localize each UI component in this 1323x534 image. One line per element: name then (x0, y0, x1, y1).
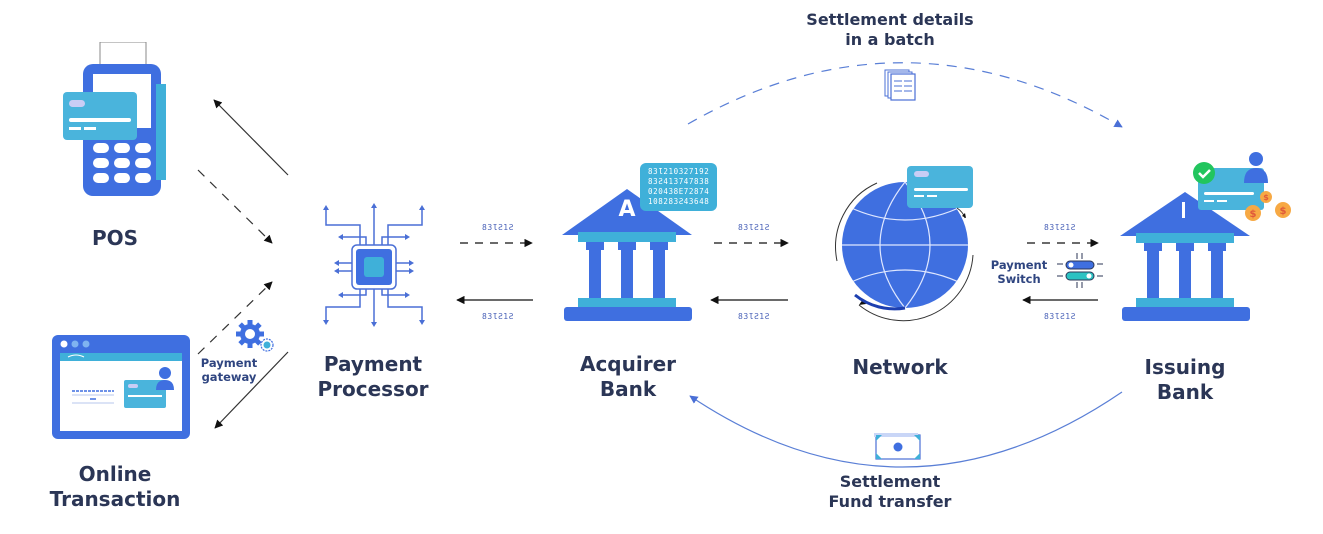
processor-label-line1: Payment (323, 352, 423, 376)
browser-window-icon (52, 335, 190, 439)
pos-terminal-icon (63, 42, 166, 196)
payment-switch-label: Payment Switch (988, 258, 1050, 287)
settlement-top-line1: Settlement details (806, 10, 974, 29)
online-label-line1: Online (78, 462, 152, 486)
gears-icon (236, 320, 274, 352)
settlement-bottom-line2: Fund transfer (828, 492, 952, 511)
arrow-online-to-processor (197, 281, 273, 355)
issuing-label-line2: Bank (1156, 380, 1214, 404)
data-code-acq-net-bottom: 83ƖƧ1Ƨ (738, 312, 770, 321)
issuing-label-line1: Issuing (1144, 355, 1226, 379)
processor-chip-icon (323, 203, 425, 327)
data-code-proc-acq-bottom: 83ƖƧ1Ƨ (482, 312, 514, 321)
arrow-processor-to-online (214, 351, 289, 429)
verified-card-with-coins-icon: $ $ $ (1193, 152, 1291, 221)
arrow-processor-to-pos (213, 99, 289, 176)
binary-line3: 020438E72874 (648, 187, 710, 196)
acquirer-bank-label: Acquirer Bank (558, 352, 698, 402)
issuing-bank-icon (1120, 192, 1250, 321)
data-code-net-iss-bottom: 83ƖƧ1Ƨ (1044, 312, 1076, 321)
settlement-fund-transfer-label: Settlement Fund transfer (800, 472, 980, 512)
binary-line1: 83Ɩ210327192 (648, 167, 710, 176)
switch-line2: Switch (997, 272, 1041, 287)
svg-text:$: $ (1280, 206, 1287, 217)
acquirer-label-line2: Bank (599, 377, 657, 401)
document-stack-icon (884, 69, 916, 101)
network-label: Network (852, 355, 948, 379)
switch-line1: Payment (990, 258, 1048, 272)
svg-text:$: $ (1250, 209, 1257, 220)
binary-data-card: 83Ɩ210327192 83Ƨ413747838 020438E72874 1… (640, 163, 718, 211)
issuing-bank-label: Issuing Bank (1115, 355, 1255, 405)
online-transaction-label: Online Transaction (40, 462, 190, 512)
arc-settlement-fund-transfer (689, 391, 1123, 468)
settlement-top-line2: in a batch (845, 30, 935, 49)
gateway-line1: Payment (200, 356, 258, 370)
settlement-bottom-line1: Settlement (839, 472, 941, 491)
acquirer-bank-icon (562, 189, 692, 321)
svg-text:$: $ (1263, 193, 1269, 202)
data-code-proc-acq-top: 83ƖƧ1Ƨ (482, 223, 514, 232)
network-card-icon (907, 166, 973, 219)
gateway-line2: gateway (201, 370, 257, 385)
payment-switch-icon (1057, 253, 1103, 288)
pos-label: POS (91, 226, 139, 250)
data-code-net-iss-top: 83ƖƧ1Ƨ (1044, 223, 1076, 232)
payment-gateway-label: Payment gateway (196, 356, 262, 385)
acquirer-label-line1: Acquirer (579, 352, 677, 376)
binary-line2: 83Ƨ413747838 (648, 177, 710, 186)
settlement-details-label: Settlement details in a batch (790, 10, 990, 50)
online-label-line2: Transaction (49, 487, 181, 511)
binary-line4: 108283Ƨ43648 (648, 197, 710, 206)
processor-label-line2: Processor (317, 377, 429, 401)
payment-processor-label: Payment Processor (303, 352, 443, 402)
banknote-icon (874, 433, 921, 460)
data-code-acq-net-top: 83ƖƧ1Ƨ (738, 223, 770, 232)
arrow-pos-to-processor (197, 169, 273, 244)
acquirer-badge-letter: A (618, 197, 636, 222)
